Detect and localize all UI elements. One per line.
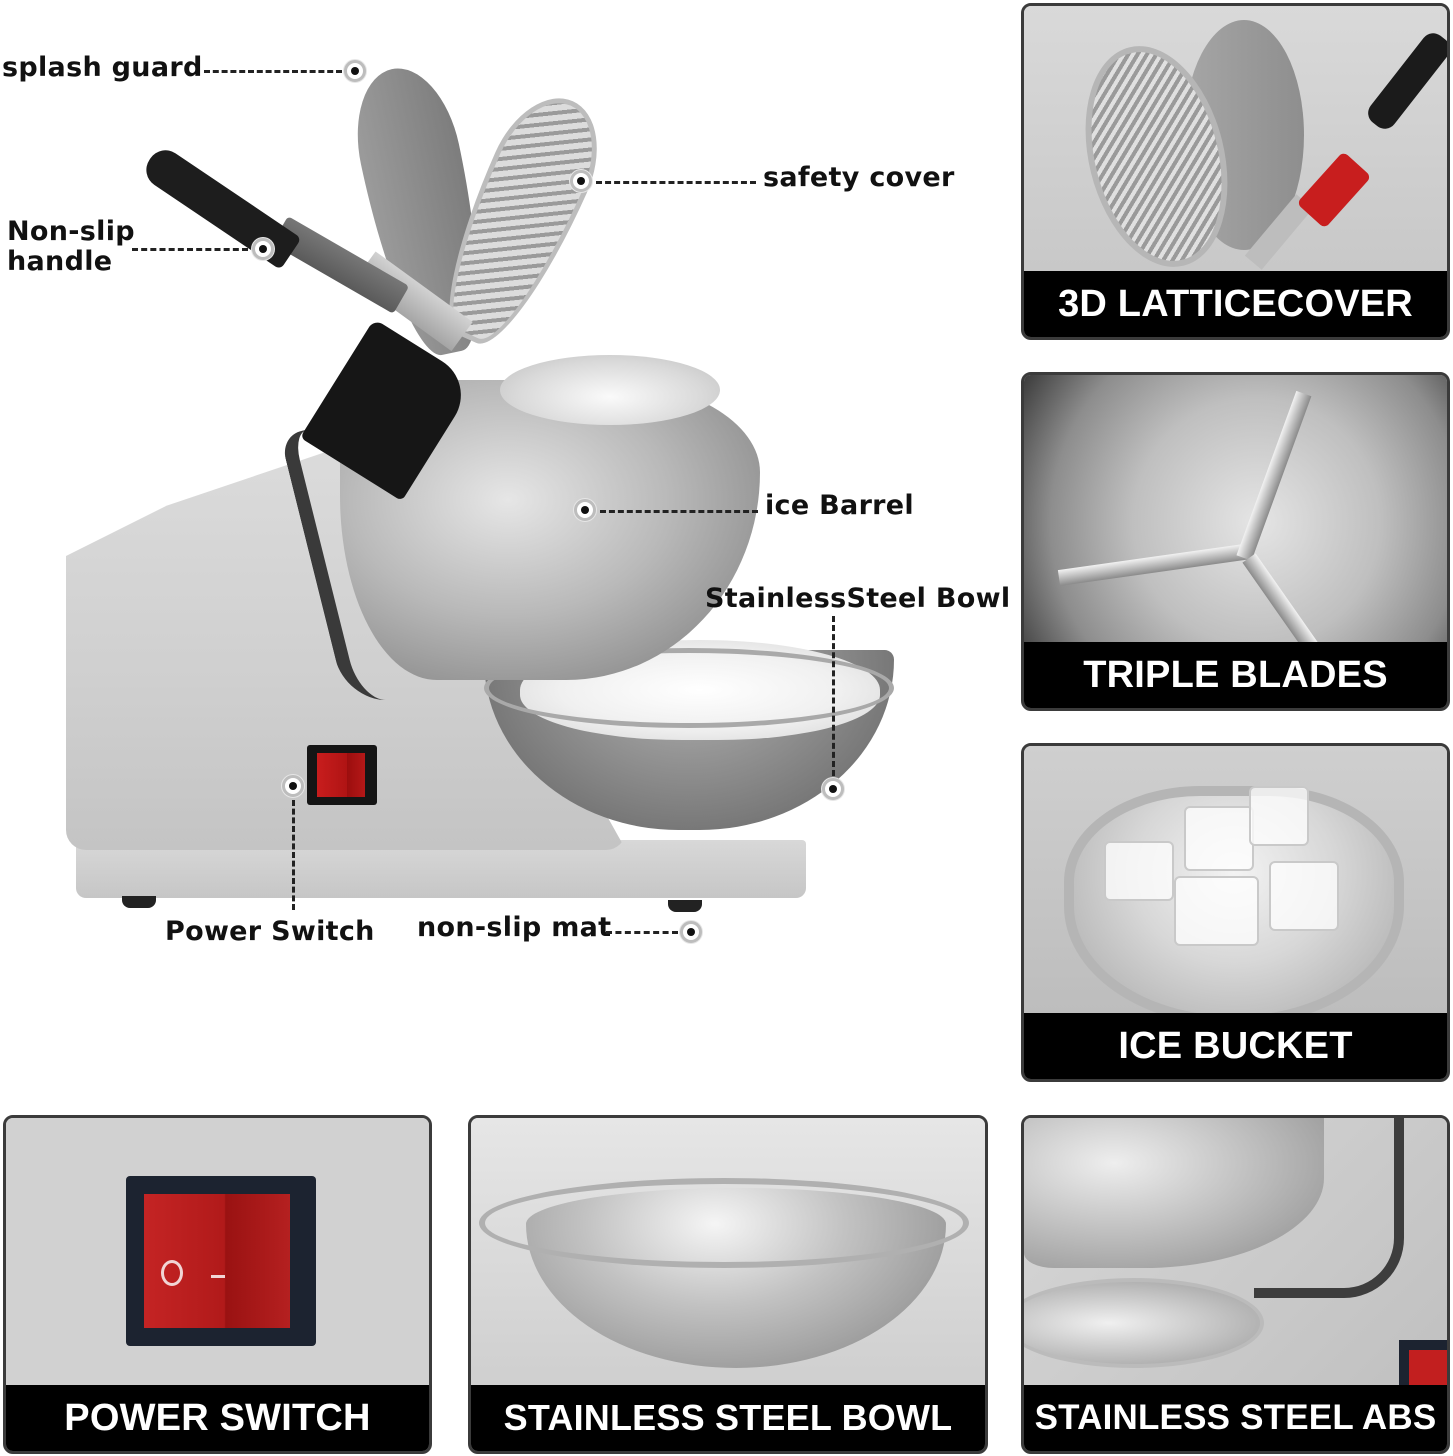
ice-cubes-image — [500, 355, 720, 425]
callout-marker-icon — [282, 775, 304, 797]
callout-marker-icon — [822, 778, 844, 800]
ice-cube-shape — [1104, 841, 1174, 901]
blade-shape — [1236, 390, 1312, 561]
leader-line — [596, 181, 756, 184]
tile-caption: STAINLESS STEEL ABS — [1024, 1385, 1447, 1451]
feature-tile-power-switch: POWER SWITCH — [3, 1115, 432, 1454]
ice-cube-shape — [1269, 861, 1339, 931]
rubber-foot — [122, 896, 156, 908]
leader-line — [600, 510, 758, 513]
leader-line — [606, 931, 678, 934]
callout-marker-icon — [574, 499, 596, 521]
callout-marker-icon — [252, 238, 274, 260]
lattice-cover-photo — [1024, 6, 1447, 282]
power-switch-rocker — [317, 753, 365, 797]
power-off-symbol-icon — [161, 1260, 183, 1286]
tile-caption: TRIPLE BLADES — [1024, 642, 1447, 708]
stainless-bowl-photo — [471, 1118, 985, 1385]
power-switch-photo — [6, 1118, 429, 1385]
callout-non-slip-handle-line1: Non-slip — [7, 216, 135, 247]
gasket-shape — [1254, 1118, 1404, 1298]
ice-cube-shape — [1184, 806, 1254, 871]
ice-cube-shape — [1249, 786, 1309, 846]
bowl-rim — [484, 648, 894, 728]
callout-marker-icon — [680, 921, 702, 943]
handle-grip-shape — [1363, 28, 1447, 134]
callout-marker-icon — [344, 60, 366, 82]
leader-line — [132, 248, 248, 251]
tile-caption: 3D LATTICECOVER — [1024, 271, 1447, 337]
tile-caption: POWER SWITCH — [6, 1385, 429, 1451]
feature-tile-stainless-abs: STAINLESS STEEL ABS — [1021, 1115, 1450, 1454]
stainless-abs-photo — [1024, 1118, 1447, 1395]
callout-non-slip-handle-line2: handle — [7, 246, 113, 277]
tile-caption: STAINLESS STEEL BOWL — [471, 1385, 985, 1451]
power-on-symbol-icon — [211, 1275, 225, 1278]
callout-splash-guard: splash guard — [2, 52, 203, 83]
handle-red-collar-shape — [1296, 151, 1372, 229]
callout-marker-icon — [570, 170, 592, 192]
bowl-rim-shape — [479, 1178, 969, 1268]
rubber-foot — [668, 900, 702, 912]
callout-ice-barrel: ice Barrel — [765, 490, 914, 521]
callout-power-switch: Power Switch — [165, 916, 375, 947]
leader-line — [292, 800, 295, 910]
feature-tile-lattice-cover: 3D LATTICECOVER — [1021, 3, 1450, 340]
callout-non-slip-mat: non-slip mat — [417, 912, 612, 943]
leader-line — [832, 616, 835, 776]
blade-shape — [1057, 542, 1254, 586]
triple-blades-photo — [1024, 375, 1447, 686]
callout-stainless-steel-bowl: StainlessSteel Bowl — [705, 583, 1011, 614]
tile-caption: ICE BUCKET — [1024, 1013, 1447, 1079]
ice-bucket-photo — [1024, 746, 1447, 1026]
feature-tile-ice-bucket: ICE BUCKET — [1021, 743, 1450, 1082]
feature-tile-stainless-bowl: STAINLESS STEEL BOWL — [468, 1115, 988, 1454]
product-diagram: splash guard safety cover Non-slip handl… — [0, 0, 1010, 1000]
ice-cube-shape — [1174, 876, 1259, 946]
bowl-shape — [1024, 1278, 1264, 1368]
feature-tile-triple-blades: TRIPLE BLADES — [1021, 372, 1450, 711]
callout-safety-cover: safety cover — [763, 162, 955, 193]
leader-line — [204, 70, 342, 73]
